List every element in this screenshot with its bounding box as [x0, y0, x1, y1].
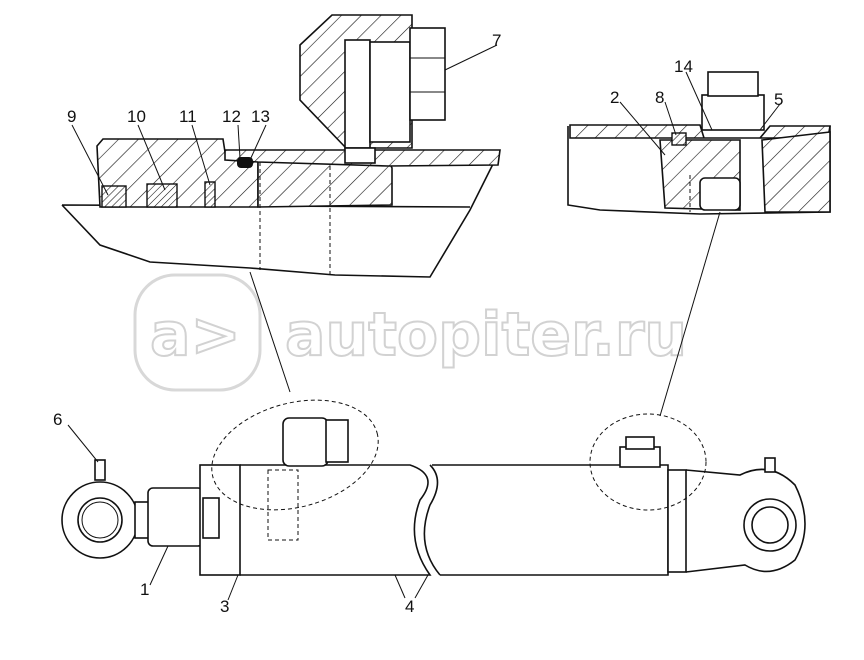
watermark-text: autopiter.ru	[285, 300, 687, 370]
callout-3: 3	[220, 597, 229, 616]
callout-4: 4	[405, 597, 414, 616]
callout-14: 14	[674, 57, 693, 76]
watermark-logo: a>	[150, 300, 241, 370]
callout-13: 13	[251, 107, 270, 126]
gland-detail-section	[61, 14, 501, 278]
callouts: 1 2 3 4 5 6 7 8 9 10 11 12 13 14	[53, 31, 783, 616]
callout-9: 9	[67, 107, 76, 126]
callout-12: 12	[222, 107, 241, 126]
watermark: a> autopiter.ru	[133, 273, 688, 392]
callout-7: 7	[492, 31, 501, 50]
callout-10: 10	[127, 107, 146, 126]
callout-5: 5	[774, 90, 783, 109]
cylinder-assembly	[61, 211, 806, 576]
port-detail-section	[567, 71, 831, 215]
callout-11: 11	[179, 107, 197, 126]
leader-lines	[67, 44, 781, 601]
callout-8: 8	[655, 88, 664, 107]
callout-1: 1	[140, 580, 149, 599]
callout-2: 2	[610, 88, 619, 107]
callout-6: 6	[53, 410, 62, 429]
